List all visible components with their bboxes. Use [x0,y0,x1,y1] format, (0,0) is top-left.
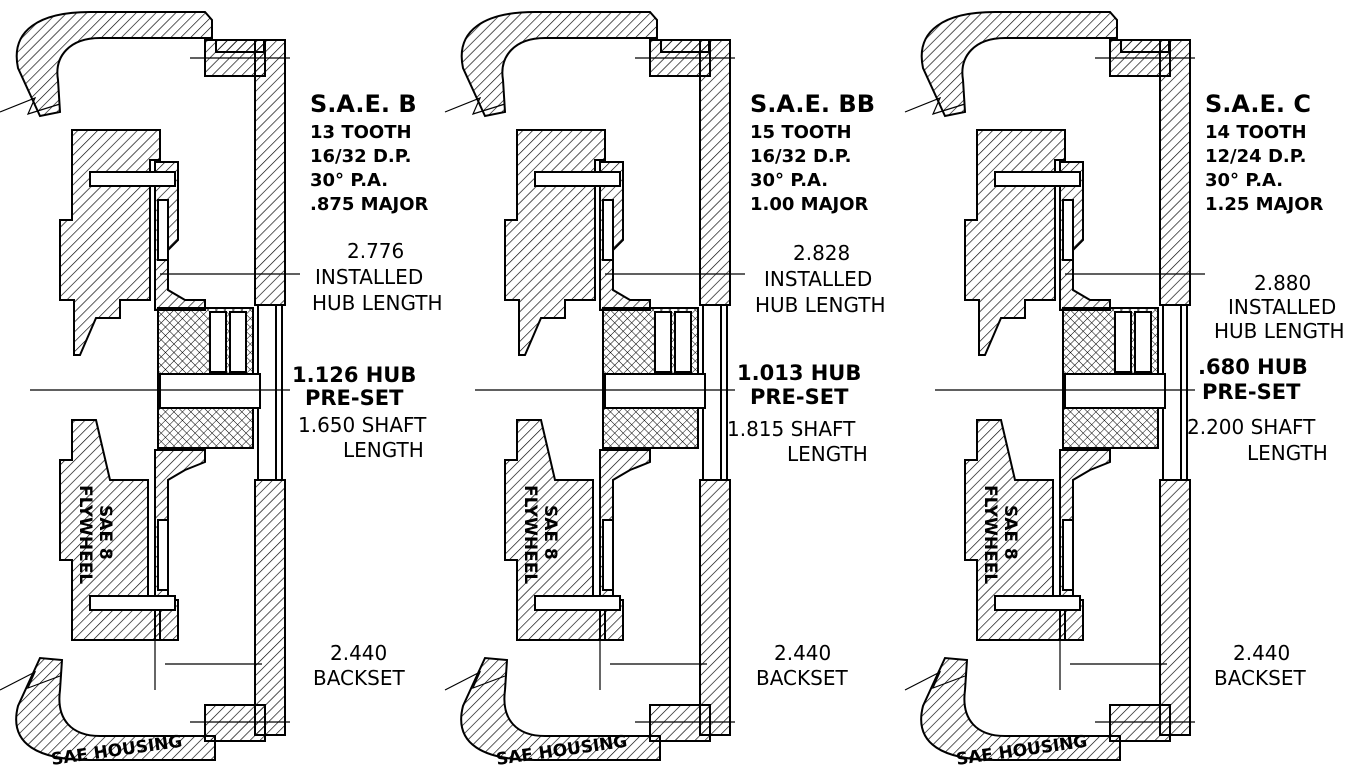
flywheel-label-line1: SAE 8 [1000,505,1020,560]
flywheel-label-line2: FLYWHEEL [75,485,95,584]
backset-label: BACKSET [756,666,848,690]
hub-preset-line2: PRE-SET [305,386,404,410]
spec-pitch: 16/32 D.P. [310,146,411,167]
backset-value: 2.440 [774,641,831,665]
installed-hub-length-line1: INSTALLED [764,267,872,291]
spec-title: S.A.E. BB [750,90,875,118]
flywheel-label-line2: FLYWHEEL [980,485,1000,584]
spec-major: .875 MAJOR [310,194,429,215]
backset-value: 2.440 [330,641,387,665]
housing-label: SAE HOUSING [50,732,184,770]
panel-sae-bb: S.A.E. BB 15 TOOTH 16/32 D.P. 30° P.A. 1… [495,90,886,770]
spec-pressure-angle: 30° P.A. [750,170,828,191]
backset-label: BACKSET [1214,666,1306,690]
shaft-length-line2: LENGTH [343,438,424,462]
panel-sae-b: S.A.E. B 13 TOOTH 16/32 D.P. 30° P.A. .8… [50,90,443,770]
installed-hub-length-line2: HUB LENGTH [1214,319,1345,343]
installed-hub-length-line1: INSTALLED [1228,295,1336,319]
hub-preset-line1: 1.013 HUB [737,361,861,385]
flywheel-label-line1: SAE 8 [95,505,115,560]
spec-pressure-angle: 30° P.A. [310,170,388,191]
installed-hub-length-value: 2.776 [347,239,404,263]
installed-hub-length-value: 2.828 [793,241,850,265]
shaft-length-line1: 1.650 SHAFT [298,413,427,437]
hub-preset-line1: .680 HUB [1198,355,1308,379]
shaft-length-line1: 2.200 SHAFT [1187,415,1316,439]
housing-label: SAE HOUSING [955,732,1089,770]
installed-hub-length-line1: INSTALLED [315,265,423,289]
hub-preset-line1: 1.126 HUB [292,363,416,387]
shaft-length-line2: LENGTH [1247,441,1328,465]
spec-major: 1.25 MAJOR [1205,194,1324,215]
panel-sae-c: S.A.E. C 14 TOOTH 12/24 D.P. 30° P.A. 1.… [955,90,1345,770]
spec-title: S.A.E. C [1205,90,1311,118]
backset-label: BACKSET [313,666,405,690]
spec-teeth: 14 TOOTH [1205,122,1307,143]
spec-pressure-angle: 30° P.A. [1205,170,1283,191]
hub-preset-line2: PRE-SET [1202,380,1301,404]
installed-hub-length-value: 2.880 [1254,271,1311,295]
backset-value: 2.440 [1233,641,1290,665]
spec-teeth: 15 TOOTH [750,122,852,143]
hub-preset-line2: PRE-SET [750,385,849,409]
installed-hub-length-line2: HUB LENGTH [312,291,443,315]
spec-major: 1.00 MAJOR [750,194,869,215]
flywheel-label-line2: FLYWHEEL [520,485,540,584]
flywheel-label-line1: SAE 8 [540,505,560,560]
shaft-length-line1: 1.815 SHAFT [727,417,856,441]
spec-pitch: 12/24 D.P. [1205,146,1306,167]
spec-teeth: 13 TOOTH [310,122,412,143]
spec-title: S.A.E. B [310,90,417,118]
installed-hub-length-line2: HUB LENGTH [755,293,886,317]
housing-label: SAE HOUSING [495,732,629,770]
spec-pitch: 16/32 D.P. [750,146,851,167]
shaft-length-line2: LENGTH [787,442,868,466]
